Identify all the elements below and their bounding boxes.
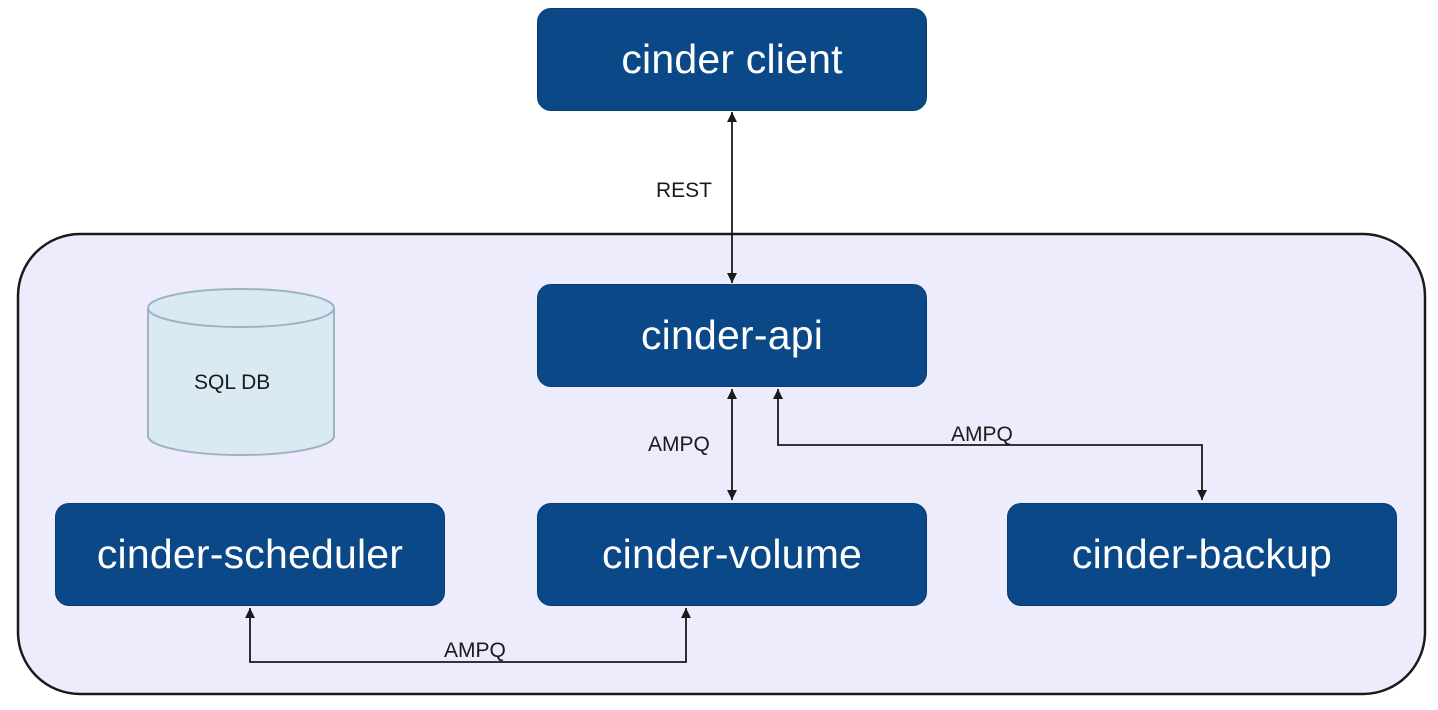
edge-label-api-volume: AMPQ: [648, 433, 710, 456]
node-cinder-volume: cinder-volume: [537, 503, 927, 606]
database-label: SQL DB: [194, 371, 271, 394]
edge-label-client-api: REST: [656, 179, 713, 202]
edge-scheduler-volume: [245, 608, 691, 663]
node-cinder-api: cinder-api: [537, 284, 927, 387]
edge-label-scheduler-volume: AMPQ: [444, 639, 506, 662]
node-cinder-backup: cinder-backup: [1007, 503, 1397, 606]
edge-api-backup: [773, 389, 1207, 500]
node-cinder-client: cinder client: [537, 8, 927, 111]
database-cylinder-icon: [147, 288, 335, 456]
node-cinder-scheduler: cinder-scheduler: [55, 503, 445, 606]
edge-label-api-backup: AMPQ: [951, 423, 1013, 446]
